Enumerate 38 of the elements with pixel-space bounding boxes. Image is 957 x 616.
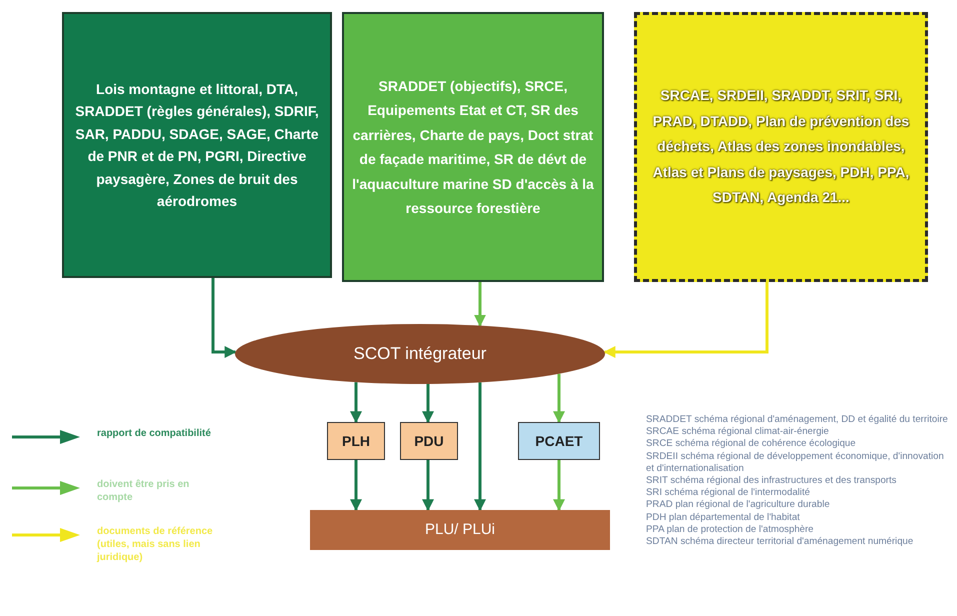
arrow (603, 282, 768, 358)
arrow (553, 460, 565, 512)
arrow (474, 282, 486, 327)
node-text: SRADDET (objectifs), SRCE, Equipements Etat et CT, SR des carrières, Charte de pays, Doct strat de façade maritime, SR de dévt de l'aquaculture marine SD d'accès à la ressource forestière (351, 76, 595, 218)
document-box (518, 422, 600, 460)
glossary-entry: PRAD plan régional de l'agriculture durable (646, 499, 831, 512)
arrow (350, 460, 362, 512)
arrow (553, 374, 565, 424)
document-box (327, 422, 385, 460)
document-box (400, 422, 458, 460)
glossary-entry: SRDEII schéma régional de développement économique, d'innovation et d'internationalisation (646, 450, 945, 476)
glossary-entry: PDH plan départemental de l'habitat (646, 512, 801, 524)
arrow (422, 460, 434, 512)
arrow (422, 384, 434, 424)
document-box (62, 12, 332, 278)
node-text: PLH (342, 432, 370, 450)
glossary-entry: SRCAE schéma régional climat-air-énergie (646, 426, 830, 438)
node-text: SCOT intégrateur (354, 344, 486, 364)
legend-text: doivent être pris en compte (97, 478, 190, 504)
legend-text: documents de référence (utiles, mais sans lien juridique) (97, 525, 214, 564)
arrow (474, 382, 486, 512)
document-box (310, 510, 610, 550)
glossary-entry: PPA plan de protection de l'atmosphère (646, 524, 815, 536)
document-box (634, 12, 928, 282)
glossary-entry: SRIT schéma régional des infrastructures et des transports (646, 475, 898, 488)
arrow (212, 278, 237, 358)
node-text: PCAET (535, 432, 583, 450)
legend-text: rapport de compatibilité (97, 427, 212, 440)
node-text: PDU (414, 432, 444, 450)
arrow (350, 382, 362, 424)
document-box (342, 12, 604, 282)
node-text: PLU/ PLUi (424, 521, 496, 539)
glossary-entry: SRI schéma régional de l'intermodalité (646, 487, 811, 500)
glossary-entry: SRCE schéma régional de cohérence écologique (646, 438, 857, 451)
glossary-entry: SRADDET schéma régional d'aménagement, DD et égalité du territoire (646, 414, 949, 426)
glossary-entry: SDTAN schéma directeur territorial d'aménagement numérique (646, 536, 914, 548)
node-text: SRCAE, SRDEII, SRADDT, SRIT, SRI, PRAD, DTADD, Plan de prévention des déchets, Atlas des zones inondables, Atlas et Plans de paysages, PDH, PPA, SDTAN, Agenda 21... (652, 86, 910, 208)
node-text: Lois montagne et littoral, DTA, SRADDET (règles générales), SDRIF, SAR, PADDU, SDAGE, SAGE, Charte de PNR et de PN, PGRI, Directive paysagère, Zones de bruit des aérodromes (74, 80, 320, 211)
